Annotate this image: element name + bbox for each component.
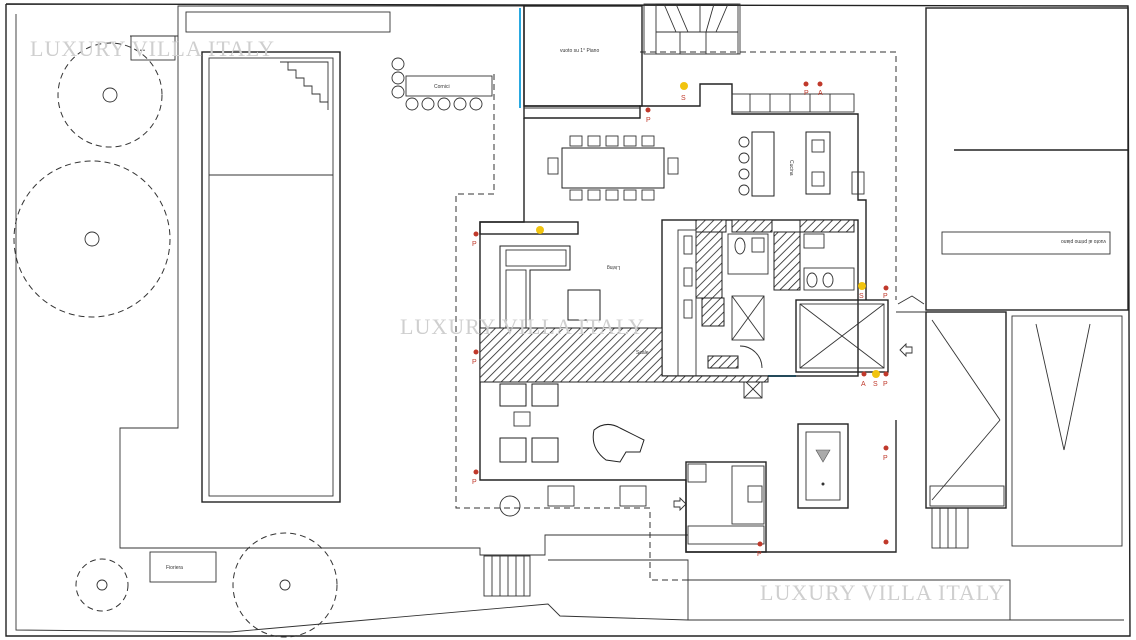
garage-note: vuoto al primo piano <box>1061 238 1106 244</box>
lounge <box>499 383 647 517</box>
socket-label: P <box>883 455 888 462</box>
billiard-table <box>797 423 849 509</box>
kitchen-label: Cucina <box>788 160 794 176</box>
garden-strip <box>185 11 391 33</box>
garage: vuoto al primo piano <box>895 7 1129 552</box>
socket-icon <box>645 107 651 113</box>
socket-icon <box>883 539 889 545</box>
sockets <box>473 81 889 547</box>
socket-label: P <box>472 359 477 366</box>
light-point-icon <box>680 82 688 90</box>
svg-text:• •: • • <box>140 48 145 54</box>
watermark: LUXURY VILLA ITALY <box>400 314 645 339</box>
socket-label: P <box>472 479 477 486</box>
socket-icon <box>883 371 889 377</box>
lot-boundary <box>5 3 1131 637</box>
socket-label: P <box>472 241 477 248</box>
watermark: LUXURY VILLA ITALY <box>30 36 275 61</box>
socket-label: P <box>804 90 809 97</box>
swimming-pool <box>201 51 341 503</box>
door-swing <box>897 295 925 305</box>
socket-label: P <box>883 381 888 388</box>
socket-icon <box>883 445 889 451</box>
socket-icon <box>883 285 889 291</box>
light-point-icon <box>858 282 866 290</box>
switch-label: S <box>873 381 878 388</box>
socket-icon <box>473 231 479 237</box>
terrace-edge <box>686 579 1011 620</box>
media-room <box>685 461 767 553</box>
stair-label: Scale <box>636 350 649 356</box>
socket-label: P <box>883 293 888 300</box>
bench-label: Cornici <box>434 84 450 90</box>
aux-label: A <box>861 381 866 388</box>
light-points <box>536 82 880 378</box>
kitchen: Cucina <box>731 93 865 197</box>
garden-trees <box>13 42 338 638</box>
watermark: LUXURY VILLA ITALY <box>760 580 1005 605</box>
exterior-stairs <box>483 507 969 597</box>
planter-label: Fioriera <box>166 565 183 571</box>
dining-table <box>547 135 679 201</box>
socket-icon <box>803 81 809 87</box>
living-label: Living <box>607 264 620 270</box>
socket-icon <box>473 469 479 475</box>
terrace-note: vuoto su 1° Piano <box>560 48 599 54</box>
light-point-icon <box>536 226 544 234</box>
staircase <box>655 3 739 55</box>
terrace-edge <box>548 559 689 620</box>
socket-label: P <box>757 551 762 558</box>
planter-box <box>149 551 217 583</box>
garden-path <box>130 5 524 37</box>
bench: Cornici <box>391 57 493 111</box>
garden-path-inner <box>119 36 688 556</box>
aux-label: A <box>818 90 823 97</box>
roof-outline <box>455 74 755 581</box>
roof-outline-right <box>640 51 897 300</box>
light-point-icon <box>872 370 880 378</box>
socket-label: P <box>646 117 651 124</box>
entrance-arrow-icon <box>673 496 687 512</box>
entrance-arrow-icon <box>899 342 913 358</box>
switch-label: S <box>681 95 686 102</box>
hatched-corridor <box>479 327 769 383</box>
service-core <box>661 219 859 399</box>
switch-label: S <box>859 293 864 300</box>
socket-icon <box>473 349 479 355</box>
outdoor-switch-box <box>130 35 176 61</box>
socket-icon <box>861 371 867 377</box>
socket-icon <box>757 541 763 547</box>
elevator <box>795 299 889 373</box>
socket-icon <box>817 81 823 87</box>
